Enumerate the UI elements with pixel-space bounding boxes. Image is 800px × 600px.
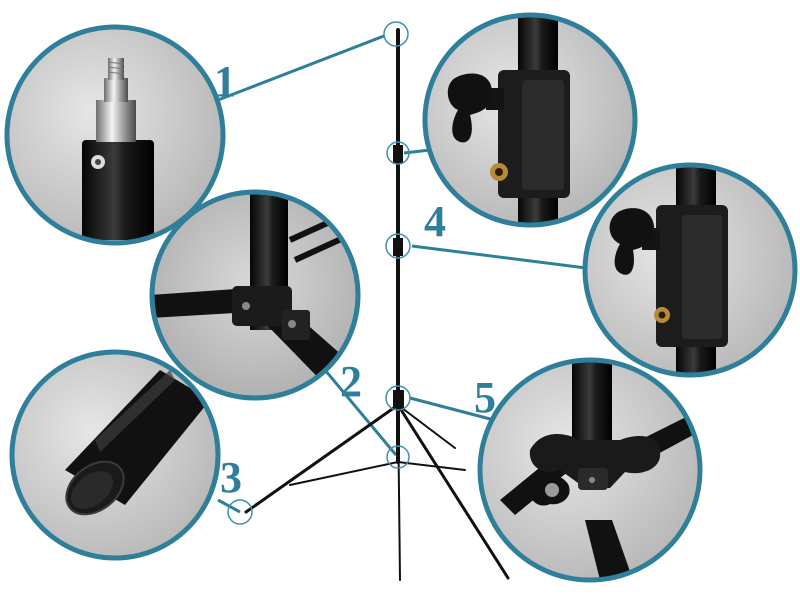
- callout-number-4: 4: [424, 197, 446, 246]
- detail-circle-lock-lower-ring: [582, 162, 798, 378]
- detail-circle-hinge: [152, 192, 358, 398]
- detail-circle-lock-lower: [585, 165, 795, 375]
- callout-connectors: [217, 34, 587, 514]
- detail-circle-base: [480, 360, 700, 580]
- detail-circle-spigot-ring: [4, 24, 226, 246]
- callout-number-3: 3: [220, 453, 242, 502]
- tripod-stand: [244, 28, 510, 581]
- detail-circle-hinge-ring: [149, 189, 361, 401]
- stand-markers: [227, 21, 411, 525]
- detail-circle-foot: [12, 352, 218, 558]
- detail-circle-lock-upper: [425, 15, 635, 225]
- brace-right: [397, 461, 466, 471]
- leg-right: [396, 403, 510, 580]
- leg-back: [397, 404, 401, 581]
- brace-left: [289, 461, 399, 486]
- callout-number-2: 2: [340, 357, 362, 406]
- detail-circle-foot-ring: [9, 349, 221, 561]
- detail-circle-lock-upper-ring: [422, 12, 638, 228]
- detail-circle-base-ring: [477, 357, 703, 583]
- callout-number-1: 1: [214, 57, 236, 106]
- detail-circle-spigot: [7, 27, 223, 243]
- callout-number-5: 5: [474, 373, 496, 422]
- leg-left: [244, 403, 400, 514]
